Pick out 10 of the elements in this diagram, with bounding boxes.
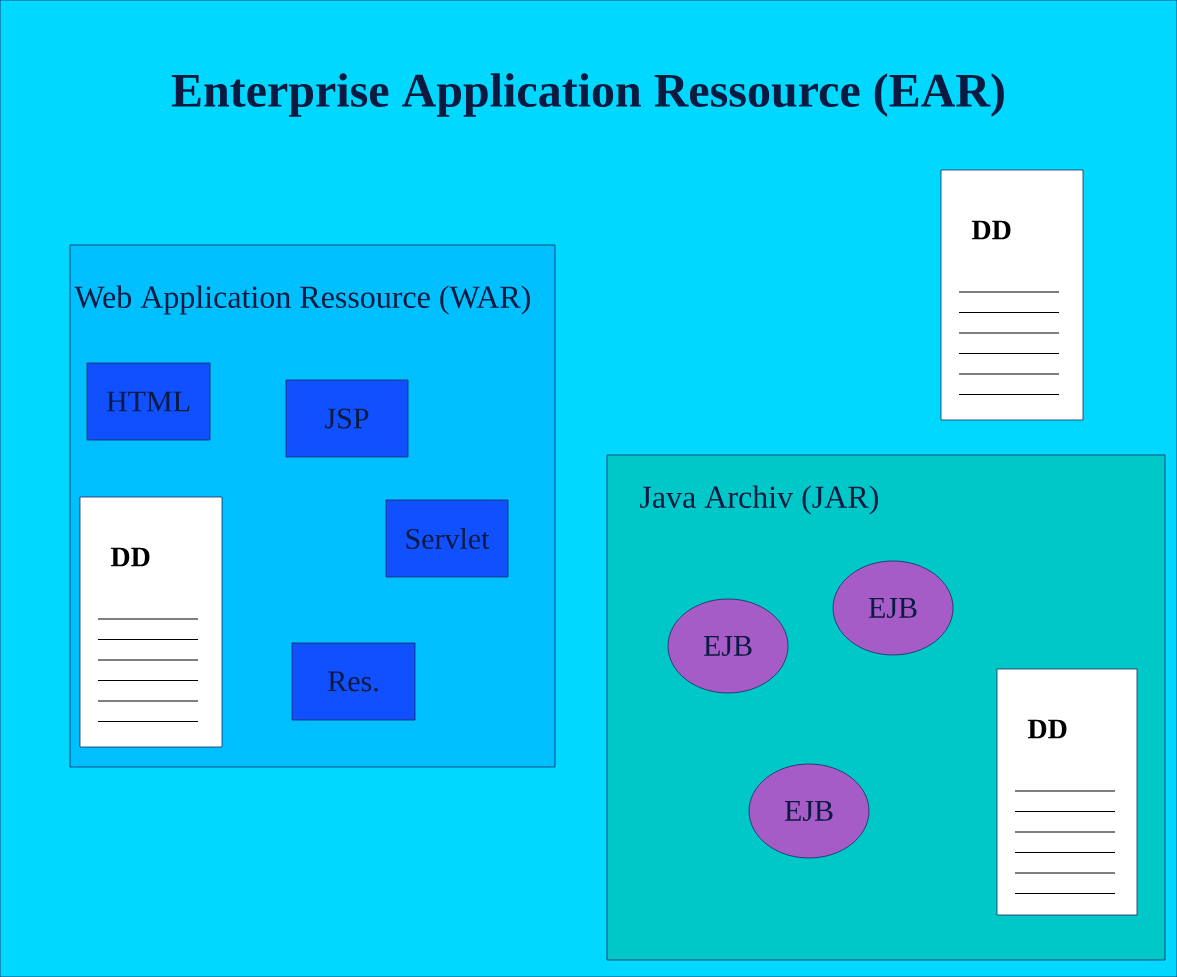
file-box: HTML [86, 362, 211, 441]
document-drawing: DD [79, 496, 223, 748]
file-box: Res. [291, 642, 416, 721]
heading: Enterprise Application Ressource (EAR) [171, 73, 1004, 117]
document-drawing: DD [996, 668, 1138, 916]
file-box: JSP [285, 379, 409, 458]
box-title: Web Application Ressource (WAR) [74, 285, 530, 315]
box-title: Java Archiv (JAR) [640, 485, 878, 515]
file-box: Servlet [385, 499, 509, 578]
document-drawing: DD [940, 169, 1084, 421]
